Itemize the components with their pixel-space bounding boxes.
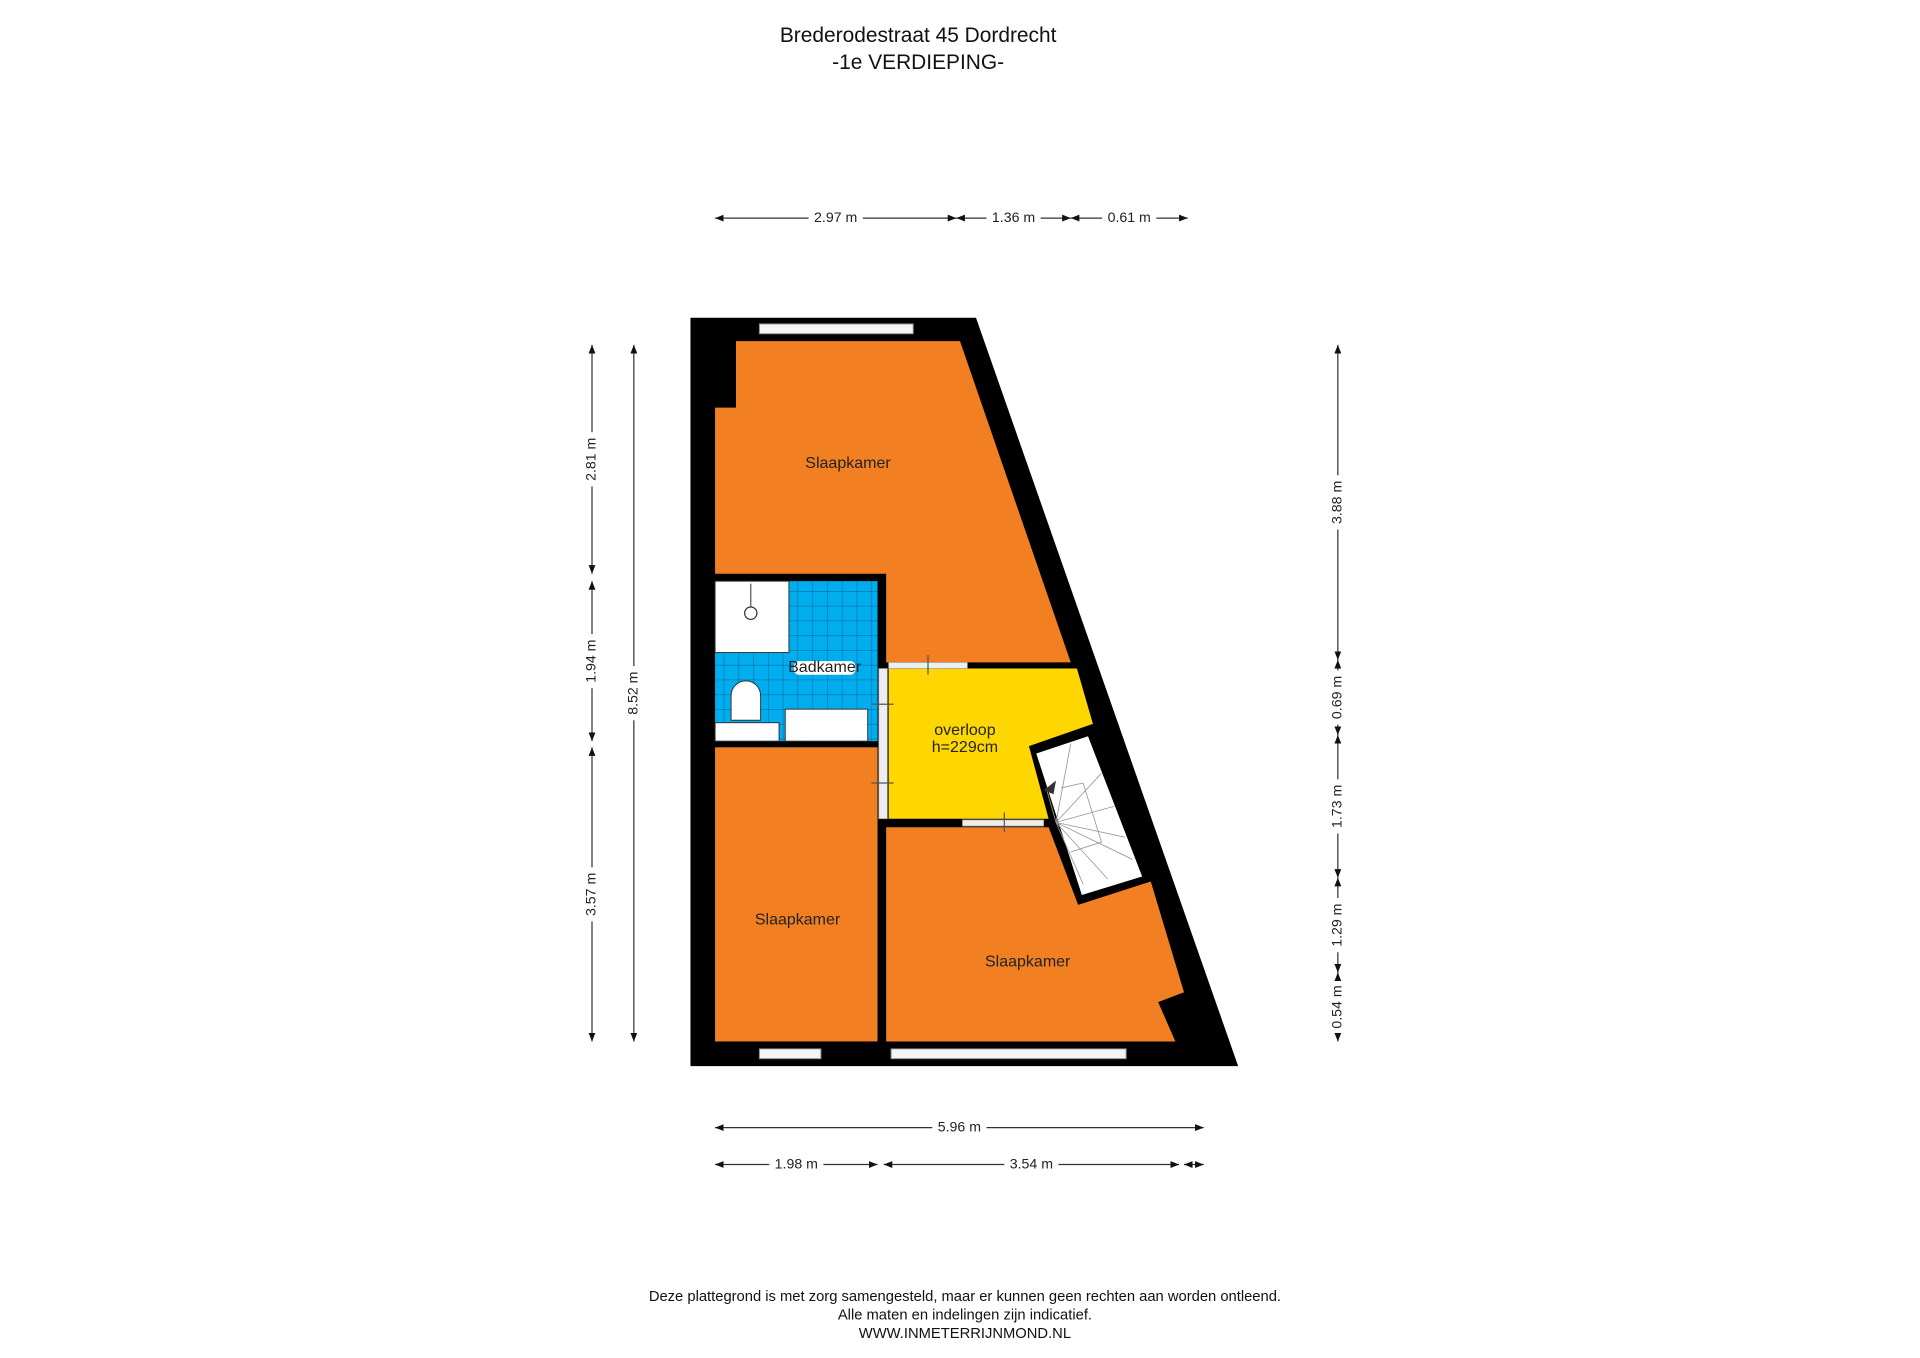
dim-right-5: 0.54 m: [1329, 985, 1345, 1028]
staircase[interactable]: [1036, 736, 1143, 895]
dim-bottom-2: 3.54 m: [1010, 1155, 1053, 1171]
bottom-left-bedroom-label: Slaapkamer: [755, 912, 841, 929]
plan-title: Brederodestraat 45 Dordrecht: [780, 24, 1057, 47]
landing-height: h=229cm: [932, 739, 998, 756]
dim-left-total: 8.52 m: [625, 672, 641, 715]
windows: [758, 323, 1127, 1060]
bathroom-label-bg: [793, 661, 856, 675]
dim-right-1: 3.88 m: [1329, 481, 1345, 524]
stair-direction-arrow-icon: [1043, 780, 1056, 795]
toilet-icon: [730, 680, 762, 721]
dim-left-1: 2.81 m: [583, 438, 599, 481]
room-top-bedroom: [715, 341, 1071, 663]
dim-right-3: 1.73 m: [1329, 785, 1345, 828]
dim-left-2: 1.94 m: [583, 640, 599, 683]
dim-left-3: 3.57 m: [583, 873, 599, 916]
bottom-right-bedroom-label: Slaapkamer: [985, 953, 1071, 970]
doors[interactable]: [871, 655, 1045, 833]
shower-drain-icon: [744, 606, 758, 620]
top-bedroom-label: Slaapkamer: [805, 455, 891, 472]
room-bottom-right-bedroom: [886, 827, 1184, 1042]
disclaimer-line-2: Alle maten en indelingen zijn indicatief…: [838, 1308, 1092, 1324]
room-bottom-left-bedroom: [715, 747, 878, 1042]
bath-counter: [714, 722, 780, 742]
stair-steps: [1045, 743, 1133, 885]
floor-label: -1e VERDIEPING-: [832, 51, 1004, 74]
dim-right-2: 0.69 m: [1329, 676, 1345, 719]
dim-right-4: 1.29 m: [1329, 904, 1345, 947]
disclaimer-line-1: Deze plattegrond is met zorg samengestel…: [649, 1289, 1281, 1305]
landing-label: overloop: [934, 722, 995, 739]
room-landing: [888, 668, 1093, 819]
dim-bottom-1: 1.98 m: [775, 1155, 818, 1171]
dim-top-1: 2.97 m: [814, 209, 857, 225]
dimension-lines: 2.97 m 1.36 m 0.61 m 2.81 m 1.94 m 3.57 m 8.52…: [583, 209, 1345, 1171]
dim-top-3: 0.61 m: [1108, 209, 1151, 225]
bathroom-label: Badkamer: [788, 659, 862, 676]
sink: [784, 708, 869, 742]
dim-top-2: 1.36 m: [992, 209, 1035, 225]
website-link[interactable]: WWW.INMETERRIJNMOND.NL: [859, 1326, 1071, 1342]
dim-bottom-total: 5.96 m: [938, 1118, 981, 1134]
